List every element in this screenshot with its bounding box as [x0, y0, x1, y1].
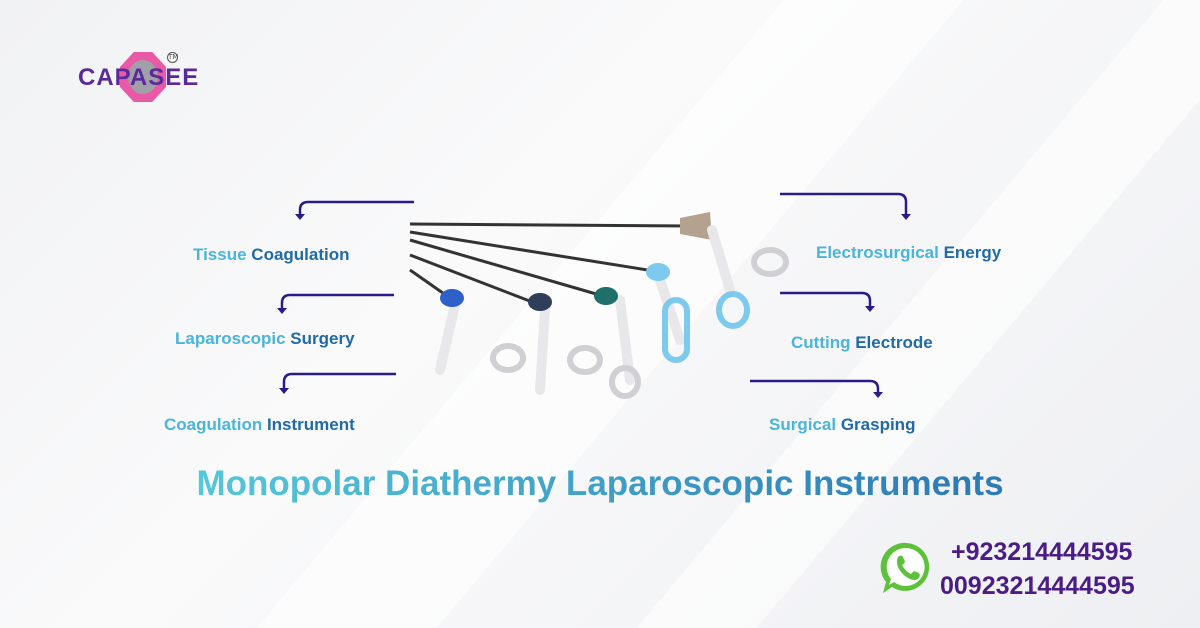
label-word: Cutting [791, 333, 851, 352]
whatsapp-icon[interactable] [880, 540, 934, 596]
logo-badge [120, 52, 166, 102]
label-surgical-grasping: Surgical Grasping [769, 415, 915, 435]
label-word: Energy [943, 243, 1002, 262]
phone-number[interactable]: +923214444595 [951, 538, 1133, 566]
label-word: Coagulation [164, 415, 263, 434]
trademark: TM [167, 52, 179, 63]
arrow-electrosurgical [780, 192, 908, 218]
label-cutting-electrode: Cutting Electrode [791, 333, 933, 353]
label-word: Grasping [840, 415, 916, 434]
label-word: Electrosurgical [816, 243, 939, 262]
logo-text: CAPASEE [78, 64, 200, 91]
label-word: Surgical [769, 415, 837, 434]
arrow-cutting [780, 291, 872, 310]
label-word: Electrode [855, 333, 933, 352]
label-coagulation-instrument: Coagulation Instrument [164, 415, 355, 435]
label-laparoscopic-surgery: Laparoscopic Surgery [175, 329, 355, 349]
logo: CAPASEE TM [78, 52, 208, 108]
label-electrosurgical-energy: Electrosurgical Energy [816, 243, 1001, 263]
label-word: Instrument [266, 415, 355, 434]
page-title: Monopolar Diathermy Laparoscopic Instrum… [0, 464, 1200, 504]
arrow-grasping [750, 379, 880, 396]
arrow-tissue [298, 200, 414, 218]
label-word: Surgery [290, 329, 355, 348]
label-word: Tissue [193, 245, 247, 264]
label-word: Laparoscopic [175, 329, 286, 348]
arrow-coagulation [282, 372, 396, 392]
arrow-laparoscopic [280, 293, 394, 312]
label-word: Coagulation [251, 245, 350, 264]
label-tissue-coagulation: Tissue Coagulation [193, 245, 350, 265]
phone-number-intl[interactable]: 00923214444595 [940, 572, 1135, 600]
instruments-illustration [409, 212, 789, 399]
